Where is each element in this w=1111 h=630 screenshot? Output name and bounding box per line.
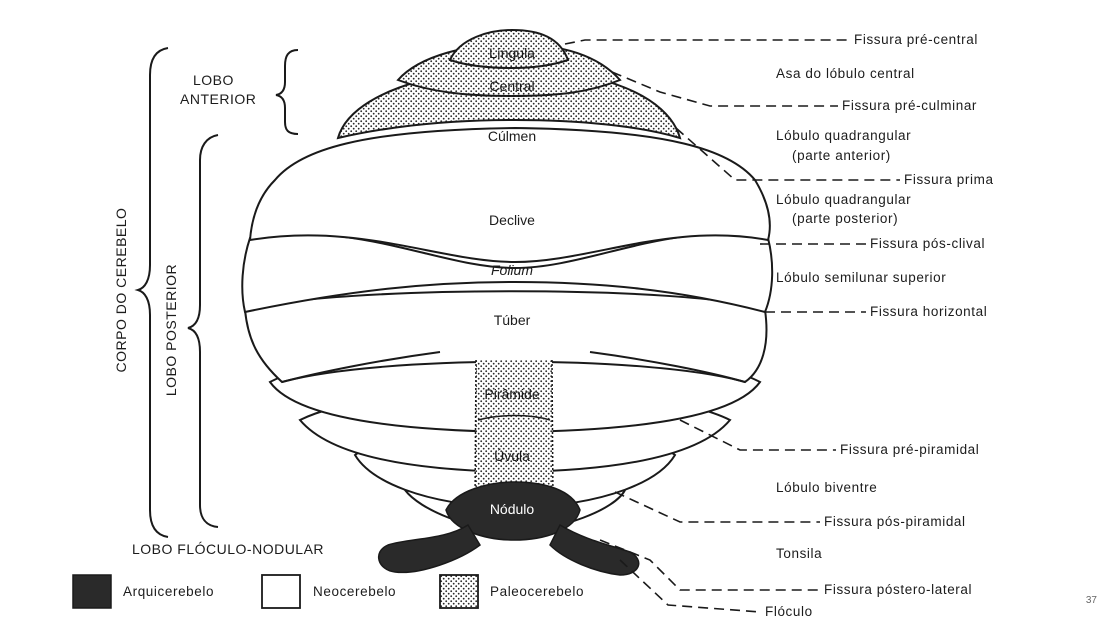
label-fissura-pre-piramidal: Fissura pré-piramidal: [840, 442, 979, 457]
label-tonsila: Tonsila: [776, 546, 822, 561]
label-piramide: Pirâmide: [484, 386, 539, 402]
paleocerebelo-region: [336, 28, 682, 505]
label-nodulo: Nódulo: [490, 501, 535, 517]
page-number: 37: [1085, 595, 1097, 606]
label-fissura-pre-central: Fissura pré-central: [854, 32, 978, 47]
label-asa-lobulo-central: Asa do lóbulo central: [776, 66, 915, 81]
label-quadrangular-anterior-1: Lóbulo quadrangular: [776, 128, 911, 143]
legend-label-arquicerebelo: Arquicerebelo: [123, 584, 214, 599]
label-fissura-pos-piramidal: Fissura pós-piramidal: [824, 514, 966, 529]
label-fissura-postero-lateral: Fissura póstero-lateral: [824, 582, 972, 597]
label-quadrangular-posterior-2: (parte posterior): [792, 211, 898, 226]
label-semilunar-superior: Lóbulo semilunar superior: [776, 270, 946, 285]
legend: Arquicerebelo Neocerebelo Paleocerebelo: [72, 574, 584, 609]
label-quadrangular-anterior-2: (parte anterior): [792, 148, 891, 163]
label-corpo-cerebelo: CORPO DO CEREBELO: [113, 208, 129, 373]
lingula-region: [448, 28, 570, 70]
floculo-left: [377, 523, 481, 574]
label-fissura-horizontal: Fissura horizontal: [870, 304, 987, 319]
piramide-uvula-region: [475, 360, 553, 505]
label-lingula: Língula: [489, 45, 535, 61]
arquicerebelo-region: [377, 481, 640, 576]
label-culmen: Cúlmen: [488, 128, 536, 144]
legend-label-neocerebelo: Neocerebelo: [313, 584, 396, 599]
label-folium: Folium: [491, 262, 533, 278]
legend-swatch-paleocerebelo: [439, 574, 479, 609]
label-fissura-prima: Fissura prima: [904, 172, 994, 187]
label-uvula: Úvula: [494, 448, 530, 464]
leader-lines: [564, 39, 900, 613]
legend-swatch-arquicerebelo: [72, 574, 112, 609]
label-declive: Declive: [489, 212, 535, 228]
label-fissura-pre-culminar: Fissura pré-culminar: [842, 98, 977, 113]
label-tuber: Túber: [494, 312, 531, 328]
label-lobo-posterior: LOBO POSTERIOR: [163, 264, 179, 396]
label-fissura-pos-clival: Fissura pós-clival: [870, 236, 985, 251]
declive-band: [248, 126, 771, 264]
legend-swatch-neocerebelo: [261, 574, 301, 609]
nodulo-region: [445, 481, 581, 541]
label-lobulo-biventre: Lóbulo biventre: [776, 480, 877, 495]
label-central: Central: [489, 78, 534, 94]
braces: [134, 47, 299, 538]
label-floculo: Flóculo: [765, 604, 813, 619]
legend-label-paleocerebelo: Paleocerebelo: [490, 584, 584, 599]
label-quadrangular-posterior-1: Lóbulo quadrangular: [776, 192, 911, 207]
floculo-right: [549, 523, 640, 576]
fissure-lines: [281, 351, 746, 383]
label-lobo-anterior-1: LOBO: [193, 72, 234, 88]
label-lobo-floculo-nodular: LOBO FLÓCULO-NODULAR: [132, 541, 324, 557]
label-lobo-anterior-2: ANTERIOR: [180, 91, 256, 107]
